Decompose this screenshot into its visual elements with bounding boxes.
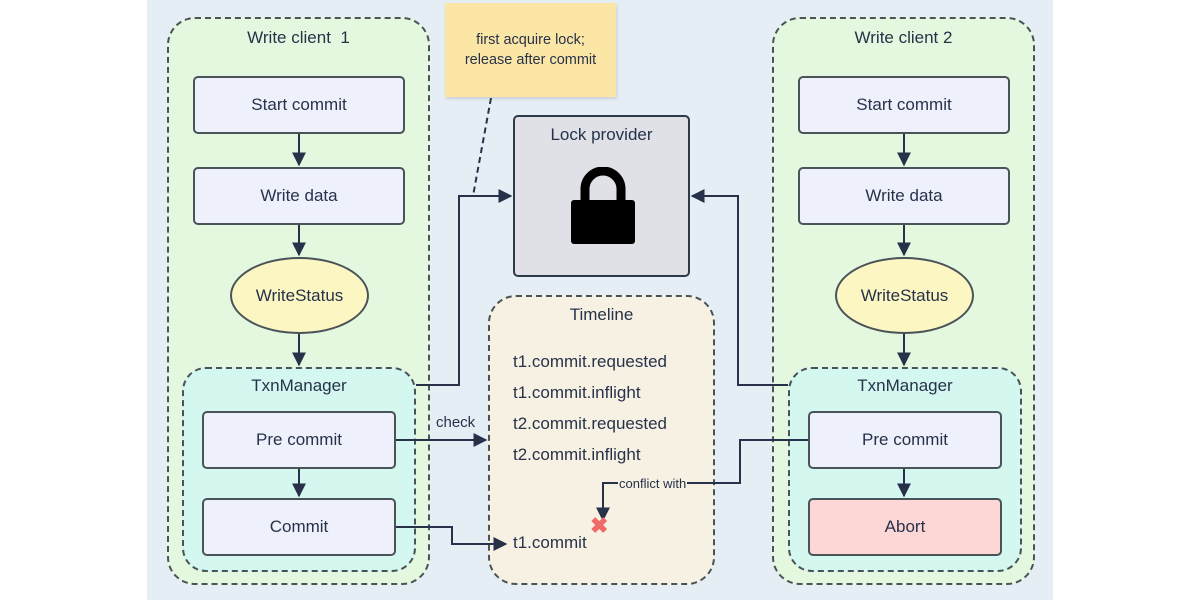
client-1-commit[interactable]: Commit <box>202 498 396 556</box>
client-1-write-data[interactable]: Write data <box>193 167 405 225</box>
write-client-1-title: Write client 1 <box>247 28 350 47</box>
conflict-x-icon: ✖ <box>590 513 609 538</box>
timeline-item: t1.commit.inflight <box>513 383 641 402</box>
client-2-write-data[interactable]: Write data <box>798 167 1010 225</box>
timeline-group: Timeline t1.commit.requested t1.commit.i… <box>488 295 715 585</box>
lock-provider[interactable]: Lock provider <box>513 115 690 277</box>
note-line-2: release after commit <box>464 52 597 68</box>
timeline-item: t1.commit.requested <box>513 352 668 371</box>
client-2-txn-manager-title: TxnManager <box>857 376 953 395</box>
client-2-start-commit[interactable]: Start commit <box>798 76 1010 134</box>
timeline-final-item: t1.commit <box>513 533 587 552</box>
client-1-start-commit[interactable]: Start commit <box>193 76 405 134</box>
conflict-label: conflict with <box>618 476 688 491</box>
client-2-write-status[interactable]: WriteStatus <box>835 257 974 334</box>
check-label: check <box>436 414 476 431</box>
timeline-title: Timeline <box>569 305 634 324</box>
lock-provider-title: Lock provider <box>550 125 653 144</box>
sticky-note: first acquire lock; release after commit <box>445 3 616 97</box>
client-1-pre-commit[interactable]: Pre commit <box>202 411 396 469</box>
write-client-2-title: Write client 2 <box>854 28 953 47</box>
client-2-pre-commit[interactable]: Pre commit <box>808 411 1002 469</box>
note-line-1: first acquire lock; <box>476 32 585 48</box>
timeline-item: t2.commit.inflight <box>513 445 641 464</box>
client-1-txn-manager-title: TxnManager <box>251 376 347 395</box>
lock-icon <box>571 167 635 244</box>
timeline-item: t2.commit.requested <box>513 414 668 433</box>
client-1-write-status[interactable]: WriteStatus <box>230 257 369 334</box>
client-2-abort[interactable]: Abort <box>808 498 1002 556</box>
